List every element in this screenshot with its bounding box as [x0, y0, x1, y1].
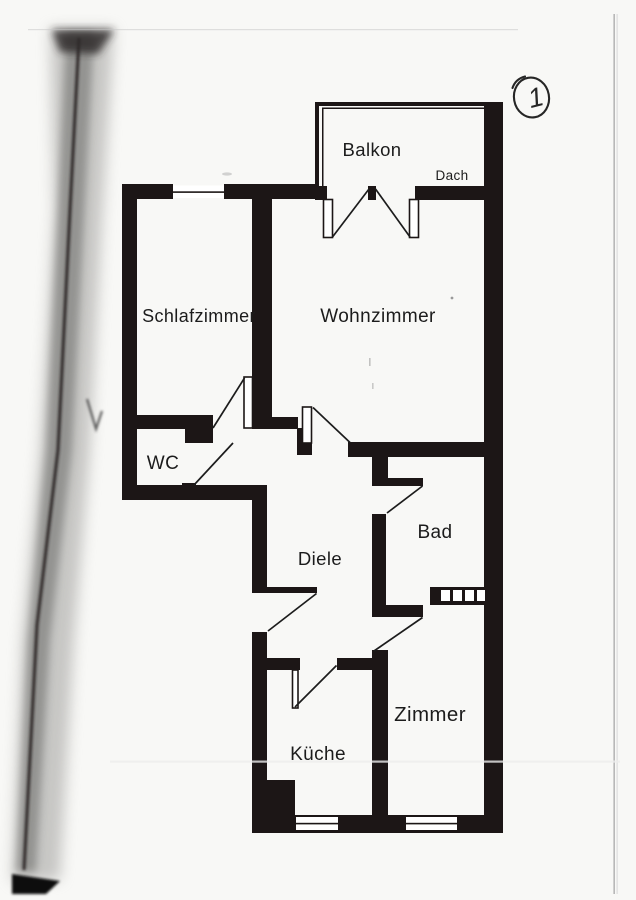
wall-bad-door-pier [372, 457, 388, 478]
wall-kueche-corner-block [252, 780, 295, 815]
page-edge-line-light [616, 14, 618, 894]
floor-plan-drawing: Balkon Dach Schlafzimmer Wohnzimmer WC D… [122, 102, 503, 833]
wall-bad-left [372, 514, 386, 617]
glass-pane [441, 590, 450, 601]
room-label-balkon: Balkon [343, 139, 402, 160]
wohnzimmer-door-swing [312, 406, 351, 444]
french-door-right-leaf [408, 198, 420, 239]
scan-speck [369, 358, 371, 366]
scan-smudge [222, 172, 232, 176]
horizontal-scan-streak [110, 760, 620, 763]
wall-diele-left-lower [252, 632, 267, 780]
scan-page-edges [28, 14, 618, 894]
top-wall-balcony-left-pier [315, 186, 327, 200]
french-door-left-swing [331, 188, 370, 238]
glass-pane [477, 590, 485, 601]
room-label-zimmer: Zimmer [394, 703, 466, 726]
page-mark-circle [512, 76, 551, 119]
kueche-door-leaf [291, 669, 299, 709]
wall-schlafzimmer-wohnzimmer [252, 198, 272, 417]
wall-step-block [185, 415, 213, 443]
wall-wc-bottom [122, 485, 267, 500]
wall-piece-corridor-top [252, 417, 298, 429]
french-door-right-swing [374, 188, 411, 238]
glass-pane [465, 590, 474, 601]
outer-wall-bottom [252, 815, 503, 833]
handwritten-page-mark: 1 [511, 75, 551, 119]
scan-speck [450, 296, 454, 300]
fold-shadow-top-cap [52, 30, 114, 54]
room-label-schlafzimmer: Schlafzimmer [142, 306, 256, 326]
balcony-parapet-top-outer [315, 102, 503, 106]
page-mark-digit: 1 [525, 81, 547, 114]
balcony-parapet-left-outer [315, 102, 319, 188]
entry-door-stub [267, 587, 317, 593]
wall-bad-bottom-piece [385, 605, 423, 617]
top-wall-balcony-right [415, 186, 503, 200]
room-label-wohnzimmer: Wohnzimmer [320, 306, 436, 327]
wall-kueche-zimmer [372, 650, 388, 815]
glass-pane [453, 590, 462, 601]
wall-kueche-top-left [267, 658, 300, 670]
window-schlafzimmer [173, 185, 224, 198]
wc-door-swing [193, 442, 234, 486]
wall-bad-door-bar [372, 478, 423, 486]
door-leaves [243, 198, 420, 709]
wall-wohnzimmer-bottom [348, 442, 503, 457]
scan-fold-shadow [12, 28, 114, 894]
wohnzimmer-door-leaf [301, 406, 313, 444]
room-label-dach: Dach [435, 168, 468, 183]
scan-speck [372, 383, 374, 389]
outer-wall-right [484, 102, 503, 833]
scan-streaks [110, 172, 620, 763]
window-midline [406, 822, 457, 825]
zimmer-door-swing [373, 616, 423, 652]
balcony-parapet-top-inner [322, 107, 484, 109]
window-midline [296, 822, 338, 825]
glass-block-window-bad [441, 590, 485, 601]
wall-zimmer-top-stub [337, 658, 372, 670]
fold-checkmark-artifact [85, 398, 104, 433]
balcony-parapet-left-inner [322, 107, 324, 188]
schlafzimmer-door-leaf [243, 376, 254, 429]
bad-door-swing [386, 485, 424, 514]
room-label-diele: Diele [298, 548, 342, 569]
balcony-parapet [315, 102, 503, 188]
room-label-wc: WC [147, 453, 179, 474]
kueche-door-swing [294, 664, 338, 708]
fold-crease-line [22, 37, 81, 871]
room-label-bad: Bad [417, 522, 452, 543]
schlafzimmer-door-swing [212, 377, 246, 429]
door-swings [193, 188, 424, 708]
outer-wall-top-right-of-window [224, 184, 315, 199]
window-kueche [296, 817, 338, 830]
page-top-edge-line [28, 29, 518, 31]
page-mark-circle-tail [511, 75, 527, 90]
french-door-mullion [368, 186, 376, 200]
french-door-left-leaf [322, 198, 334, 239]
windows [173, 185, 485, 830]
outer-wall-left [122, 184, 137, 500]
fold-shadow-bottom-wedge [12, 874, 60, 894]
room-labels: Balkon Dach Schlafzimmer Wohnzimmer WC D… [142, 139, 468, 765]
window-midline [173, 191, 224, 193]
entry-door-swing [267, 592, 318, 632]
wall-diele-left-upper [252, 500, 267, 593]
page-edge-line-dark [613, 14, 615, 894]
room-label-kueche: Küche [290, 744, 346, 765]
window-zimmer [406, 817, 457, 830]
